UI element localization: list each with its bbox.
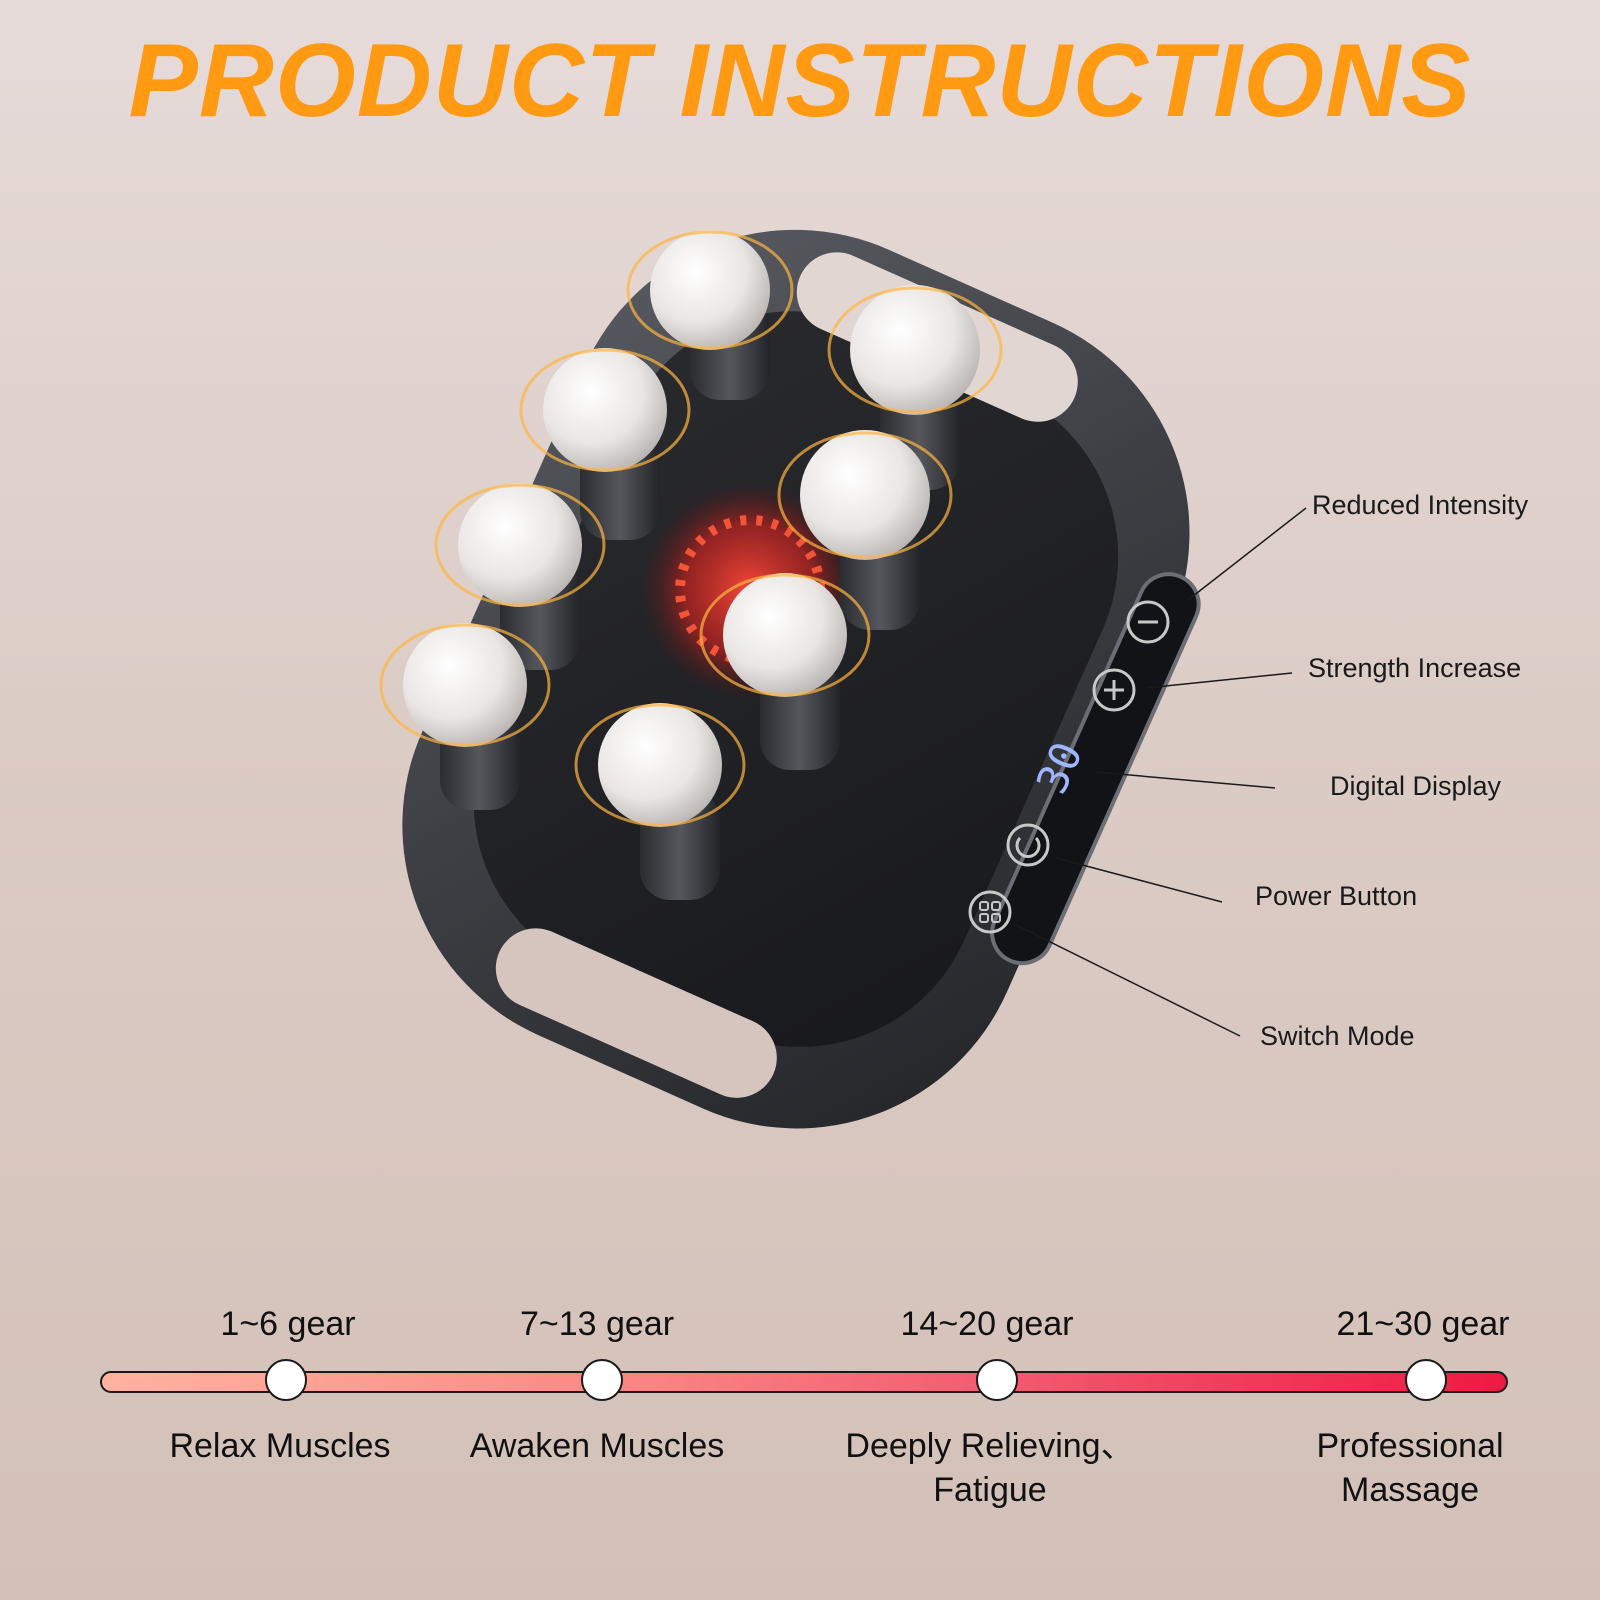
gear-label-2: 7~13 gear	[519, 1305, 675, 1343]
mode-button-icon	[968, 890, 1012, 934]
effect-label-3-line1: Deeply Relieving、	[845, 1427, 1135, 1465]
massage-head	[626, 230, 794, 400]
effect-label-3-line2: Fatigue	[933, 1471, 1047, 1509]
gear-label-1: 1~6 gear	[220, 1305, 356, 1343]
callout-reduced-intensity: Reduced Intensity	[1312, 490, 1529, 520]
callout-switch-mode: Switch Mode	[1260, 1021, 1415, 1051]
callout-power-button: Power Button	[1255, 881, 1418, 911]
callout-strength-increase: Strength Increase	[1308, 653, 1522, 683]
effect-label-2: Awaken Muscles	[469, 1427, 725, 1465]
massage-head	[777, 430, 953, 630]
effect-label-3: Deeply Relieving、 Fatigue	[845, 1424, 1134, 1512]
effect-label-1: Relax Muscles	[169, 1427, 391, 1465]
minus-button-icon	[1126, 600, 1170, 644]
gear-scale-marker	[1405, 1359, 1447, 1401]
gear-scale-marker	[265, 1359, 307, 1401]
massage-head	[699, 573, 871, 770]
gear-label-4: 21~30 gear	[1336, 1305, 1510, 1343]
plus-button-icon	[1092, 668, 1136, 712]
gear-scale-marker	[581, 1359, 623, 1401]
callout-leader-lines	[1015, 507, 1307, 1037]
power-button-icon	[1006, 823, 1050, 867]
gear-scale-bar	[100, 1371, 1508, 1393]
gear-scale-marker	[976, 1359, 1018, 1401]
massage-head	[574, 703, 746, 900]
massage-head	[434, 483, 606, 670]
page-title: PRODUCT INSTRUCTIONS	[128, 23, 1472, 139]
massage-head	[519, 348, 691, 540]
massage-heads	[379, 230, 1003, 900]
effect-label-4: Professional Massage	[1316, 1427, 1504, 1509]
massage-head	[379, 623, 551, 810]
callout-digital-display: Digital Display	[1330, 771, 1502, 801]
gear-label-3: 14~20 gear	[900, 1305, 1074, 1343]
